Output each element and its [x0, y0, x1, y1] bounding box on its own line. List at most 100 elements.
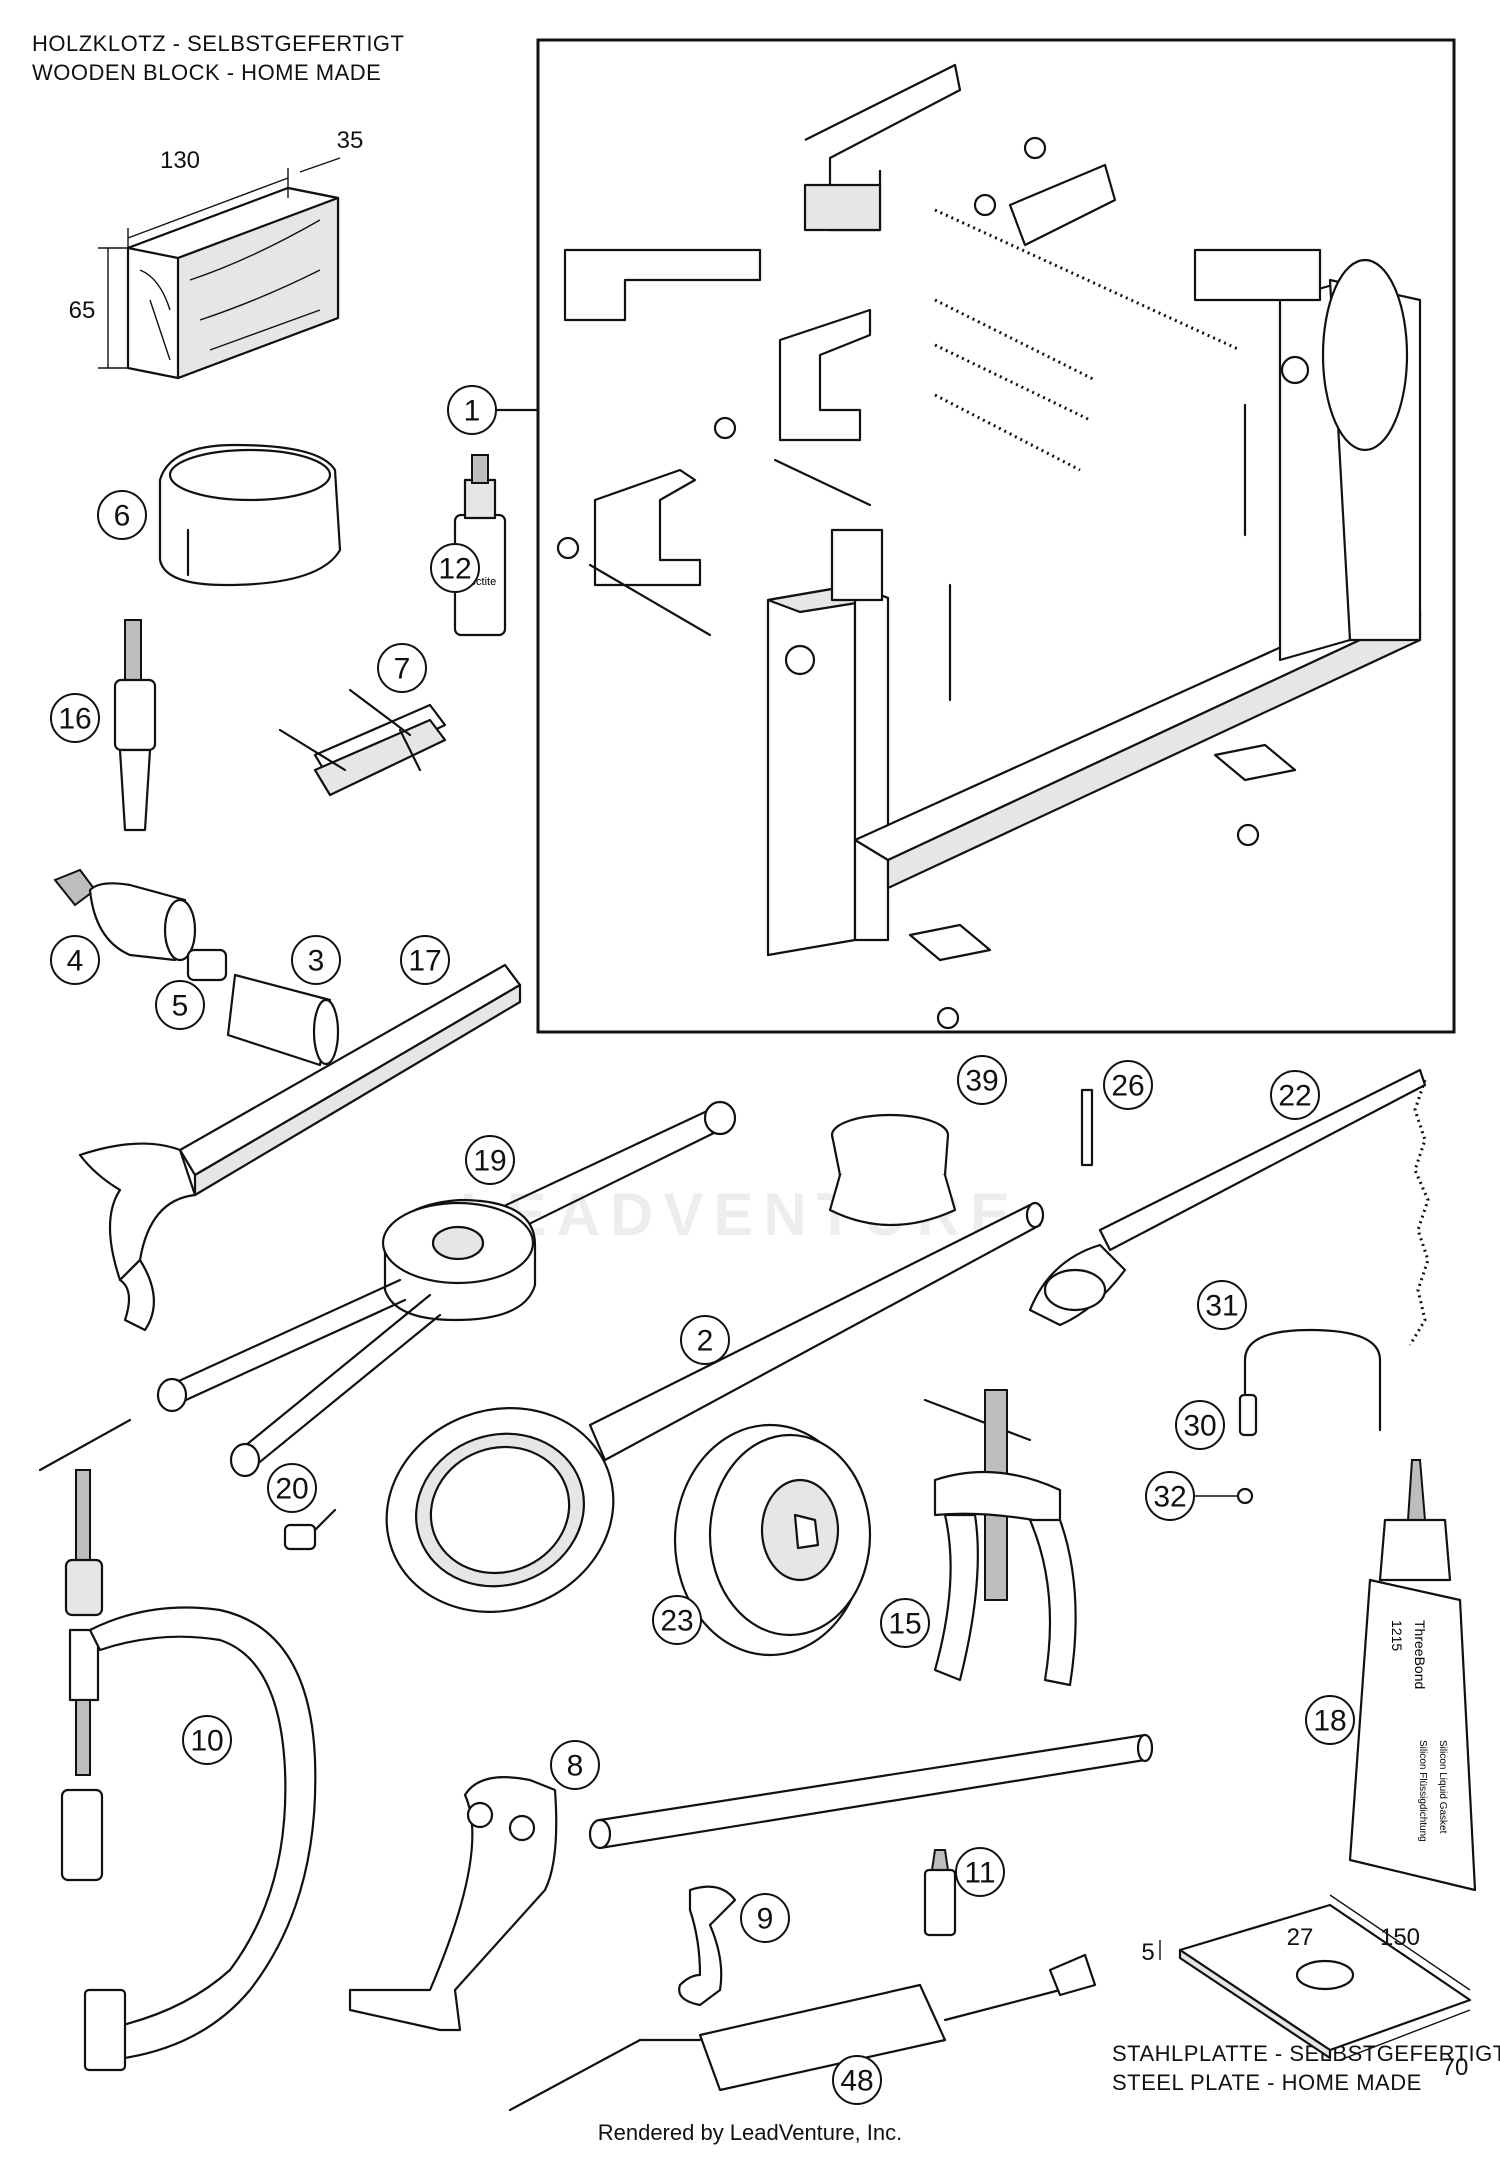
callout-4: 4: [50, 935, 100, 985]
callout-label: 5: [172, 990, 189, 1023]
part-17-fork-wrench: [78, 963, 522, 1332]
part-9-hook-tool: [678, 1885, 737, 2007]
dim-27: 27: [1287, 1924, 1314, 1951]
callout-label: 12: [438, 553, 471, 586]
callout-15: 15: [880, 1598, 930, 1648]
callout-label: 31: [1205, 1290, 1238, 1323]
callout-label: 1: [464, 395, 481, 428]
callout-label: 10: [190, 1725, 223, 1758]
tube-brand: ThreeBond: [1412, 1620, 1428, 1689]
callout-18: 18: [1305, 1695, 1355, 1745]
part-18-sealant-tube: ThreeBond 1215 Silicon Liquid Gasket Sil…: [1348, 1459, 1477, 1892]
callout-19: 19: [465, 1135, 515, 1185]
callout-6: 6: [97, 490, 147, 540]
callout-label: 18: [1313, 1705, 1346, 1738]
callout-8: 8: [550, 1740, 600, 1790]
dim-130: 130: [160, 147, 200, 174]
callout-30: 30: [1175, 1400, 1225, 1450]
callout-17: 17: [400, 935, 450, 985]
callout-9: 9: [740, 1893, 790, 1943]
callout-26: 26: [1103, 1060, 1153, 1110]
dim-35: 35: [337, 127, 364, 154]
callout-39: 39: [957, 1055, 1007, 1105]
callout-label: 11: [964, 1857, 995, 1890]
part-11-small-bottle: [923, 1849, 957, 1937]
callout-label: 48: [840, 2065, 873, 2098]
steel-plate-title-de: STAHLPLATTE - SELBSTGEFERTIGT: [1112, 2041, 1500, 2066]
part-7-bearing-puller: [278, 688, 447, 797]
callout-3: 3: [291, 935, 341, 985]
callout-label: 3: [308, 945, 325, 978]
steel-plate: [1159, 1894, 1472, 2061]
steel-plate-title-en: STEEL PLATE - HOME MADE: [1112, 2069, 1422, 2095]
dim-65: 65: [69, 297, 96, 324]
callout-label: 32: [1153, 1481, 1186, 1514]
tube-code: 1215: [1389, 1620, 1405, 1651]
callout-label: 7: [394, 653, 411, 686]
callout-label: 2: [697, 1325, 714, 1358]
dim-5: 5: [1141, 1939, 1154, 1966]
callout-10: 10: [182, 1715, 232, 1765]
part-22-chain-wrench: [1028, 1068, 1430, 1346]
part-8-bracket-and-bar: [348, 1733, 1154, 2032]
callout-label: 8: [567, 1750, 584, 1783]
engine-stand-kit-frame: [536, 38, 1456, 1034]
tube-line2: Silicon Flüssigdichtung: [1417, 1740, 1428, 1842]
callout-23: 23: [652, 1595, 702, 1645]
dim-70: 70: [1442, 2054, 1469, 2081]
wooden-block-dims: 130 35 65: [69, 127, 364, 324]
part-2-holding-wrench: [385, 1201, 1045, 1613]
callout-12: 12: [430, 543, 480, 593]
part-31-u-pin: [1243, 1328, 1382, 1432]
tube-line1: Silicon Liquid Gasket: [1437, 1740, 1448, 1834]
callout-31: 31: [1197, 1280, 1247, 1330]
steel-plate-dims: 5 27 150 70: [1141, 1924, 1468, 2081]
part-15-jaw-puller: [923, 1389, 1077, 1687]
dim-150: 150: [1380, 1924, 1420, 1951]
callout-22: 22: [1270, 1070, 1320, 1120]
callout-label: 4: [67, 945, 84, 978]
part-6-ring: [158, 443, 342, 587]
callout-label: 39: [965, 1065, 998, 1098]
part-30-nipple: [1238, 1393, 1258, 1437]
part-19-clutch-tool: [156, 1100, 737, 1478]
part-3-sleeve: [226, 973, 340, 1067]
callout-label: 15: [888, 1608, 921, 1641]
callout-48: 48: [832, 2055, 882, 2105]
footer-credit: Rendered by LeadVenture, Inc.: [597, 2120, 903, 2145]
callout-label: 20: [275, 1473, 308, 1506]
callout-label: 23: [660, 1605, 693, 1638]
part-16-puller: [113, 619, 157, 832]
part-12-bottle: Loctite: [453, 454, 507, 637]
callout-2: 2: [680, 1315, 730, 1365]
wooden-block-title-en: WOODEN BLOCK - HOME MADE: [32, 59, 382, 85]
part-5-bushing: [186, 948, 228, 982]
callout-label: 6: [114, 500, 131, 533]
callout-32: 32: [1145, 1471, 1195, 1521]
callout-1: 1: [447, 385, 497, 435]
callout-label: 26: [1111, 1070, 1144, 1103]
callout-11: 11: [955, 1847, 1005, 1897]
part-48-grease-gun: [508, 1953, 1097, 2112]
part-23-rotor-puller: [673, 1423, 872, 1657]
callout-5: 5: [155, 980, 205, 1030]
callout-20: 20: [267, 1463, 317, 1513]
callout-16: 16: [50, 693, 100, 743]
wooden-block-title-de: HOLZKLOTZ - SELBSTGEFERTIGT: [32, 31, 405, 56]
callout-label: 30: [1183, 1410, 1216, 1443]
callout-label: 16: [58, 703, 91, 736]
callout-label: 22: [1278, 1080, 1311, 1113]
part-39-cup: [828, 1113, 957, 1227]
part-32-nut: [1236, 1487, 1254, 1505]
part-26-pin: [1080, 1088, 1094, 1167]
callout-label: 17: [408, 945, 441, 978]
part-10-valve-spring-clamp: [38, 1418, 317, 2072]
part-20-bolt: [283, 1508, 337, 1551]
callout-label: 19: [473, 1145, 506, 1178]
callout-label: 9: [757, 1903, 774, 1936]
part-4-adapter: [53, 868, 197, 962]
callout-7: 7: [377, 643, 427, 693]
wooden-block: [98, 157, 341, 380]
